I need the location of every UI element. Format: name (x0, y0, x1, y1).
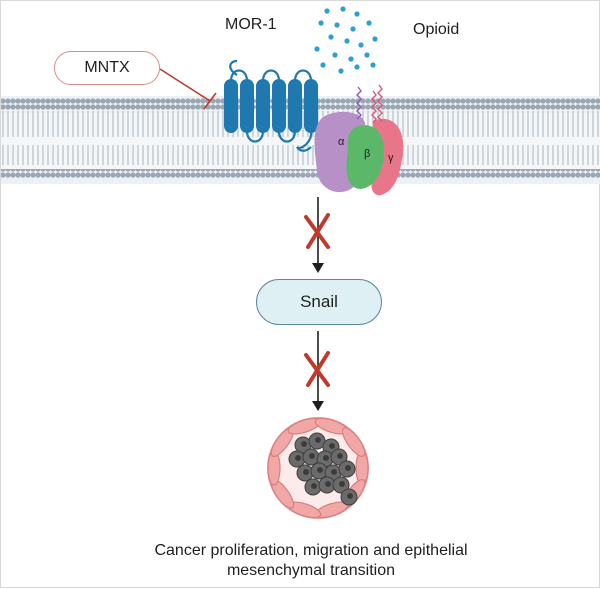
vessel-tumor-icon (267, 417, 369, 519)
caption-line-1: Cancer proliferation, migration and epit… (154, 542, 468, 559)
lipid-anchor-1 (356, 86, 362, 120)
lipid-anchor-3 (377, 84, 383, 122)
receptor-helices (224, 69, 318, 149)
block-x-2 (304, 351, 330, 387)
block-x-1 (304, 213, 330, 249)
snail-label: Snail (256, 279, 382, 325)
mntx-inhibition-line (159, 68, 217, 110)
outcome-caption: Cancer proliferation, migration and epit… (101, 541, 521, 581)
lipid-anchor-2 (371, 90, 377, 124)
mntx-label: MNTX (54, 51, 160, 85)
g-protein (314, 84, 404, 196)
gamma-label: γ (388, 152, 394, 164)
caption-line-2: mesenchymal transition (226, 562, 396, 579)
beta-label: β (364, 148, 371, 160)
beta-subunit (346, 125, 384, 189)
mor-1-label: MOR-1 (225, 16, 277, 33)
opioid-molecules (314, 6, 378, 74)
opioid-label: Opioid (413, 21, 460, 38)
alpha-label: α (338, 136, 345, 148)
